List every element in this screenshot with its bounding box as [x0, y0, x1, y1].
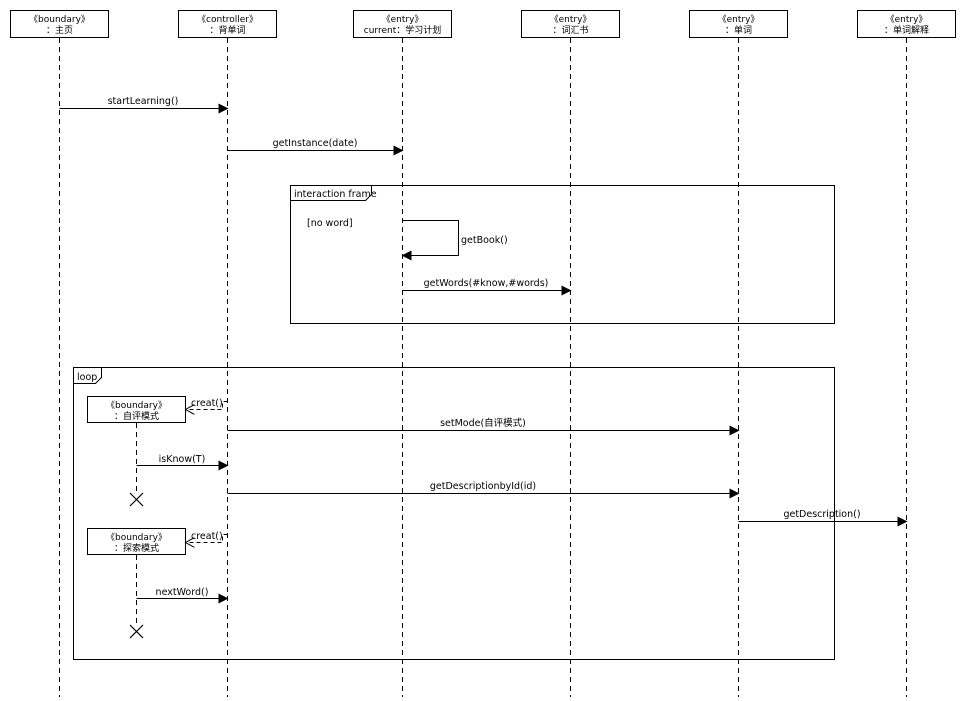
loop-frame: loop: [73, 367, 835, 660]
lifeline-word-explanation-box[interactable]: [857, 10, 956, 38]
lifeline-heads: [10, 10, 956, 38]
lifeline-head-labels: 《boundary》 ：主页 《controller》 ：背单词 《entry》…: [29, 14, 929, 36]
msg-get-book-arrow[interactable]: [401, 220, 459, 261]
explore-stereotype: 《boundary》: [106, 532, 167, 543]
msg-get-description-label: getDescription(): [783, 509, 860, 520]
lifeline-home-stereotype: 《boundary》: [29, 14, 90, 25]
msg-creat-self-eval-arrow[interactable]: [186, 401, 228, 410]
lifeline-word-name: ：单词: [725, 24, 752, 36]
self-eval-destroy-icon: [129, 492, 144, 507]
lifeline-word-box[interactable]: [689, 10, 788, 38]
msg-get-words-label: getWords(#know,#words): [424, 278, 549, 289]
lifeline-vocab-book-name: ：词汇书: [552, 25, 588, 36]
msg-is-know-label: isKnow(T): [159, 454, 206, 465]
msg-creat-explore-arrow[interactable]: [186, 534, 228, 543]
lifeline-word-explanation-stereotype: 《entry》: [886, 14, 928, 25]
msg-get-description-by-id-label: getDescriptionbyId(id): [430, 481, 536, 492]
lifeline-word-explanation-name: ：单词解释: [884, 24, 929, 36]
self-eval-box[interactable]: [87, 396, 186, 423]
msg-start-learning-label: startLearning(): [108, 96, 179, 107]
explore-destroy-icon: [129, 624, 144, 639]
interaction-frame-tab: [290, 185, 372, 201]
loop-frame-label: loop: [77, 372, 97, 383]
lifeline-learn-words-box[interactable]: [178, 10, 277, 38]
lifeline-vocab-book-box[interactable]: [521, 10, 620, 38]
lifeline-vocab-book-stereotype: 《entry》: [550, 14, 592, 25]
created-self-eval: 《boundary》 ：自评模式: [87, 396, 186, 423]
lifeline-study-plan-stereotype: 《entry》: [382, 14, 424, 25]
messages: [59, 103, 908, 604]
msg-creat-self-eval-label: creat(): [191, 398, 223, 409]
interaction-frame-label: interaction frame: [294, 189, 377, 200]
explore-name: ：探索模式: [114, 542, 159, 554]
msg-creat-explore-label: creat(): [191, 531, 223, 542]
self-eval-stereotype: 《boundary》: [106, 400, 167, 411]
self-eval-name: ：自评模式: [114, 410, 159, 422]
lifeline-home-name: ：主页: [46, 24, 73, 36]
msg-set-mode-label: setMode(自评模式): [440, 417, 526, 429]
lifeline-home-box[interactable]: [10, 10, 109, 38]
msg-next-word-label: nextWord(): [156, 587, 209, 598]
lifeline-study-plan-box[interactable]: [353, 10, 452, 38]
msg-get-book-label: getBook(): [461, 235, 508, 246]
msg-get-instance-label: getInstance(date): [273, 138, 358, 149]
loop-frame-tab: [73, 367, 102, 384]
created-explore: 《boundary》 ：探索模式: [87, 528, 186, 555]
lifeline-lines: [59, 38, 907, 697]
interaction-frame-guard: [no word]: [307, 218, 353, 229]
destroy-marks: [129, 492, 144, 639]
interaction-frame: interaction frame [no word]: [290, 185, 835, 324]
message-labels: startLearning() getInstance(date) getBoo…: [108, 96, 861, 598]
loop-frame-box[interactable]: [73, 367, 835, 660]
lifeline-study-plan-name: current：学习计划: [364, 24, 441, 36]
lifeline-learn-words-name: ：背单词: [209, 24, 245, 36]
lifeline-word-stereotype: 《entry》: [718, 14, 760, 25]
interaction-frame-box[interactable]: [290, 185, 835, 324]
explore-box[interactable]: [87, 528, 186, 555]
lifeline-learn-words-stereotype: 《controller》: [197, 14, 258, 25]
